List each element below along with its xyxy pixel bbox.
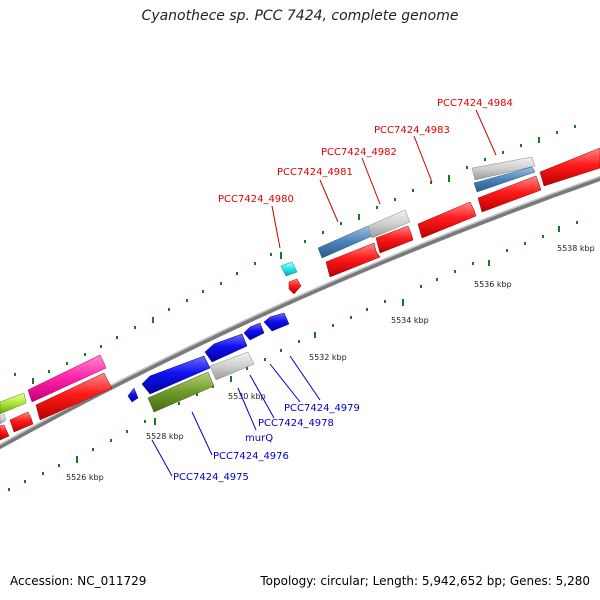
leader-line xyxy=(413,135,433,183)
scale-label: 5528 kbp xyxy=(146,432,184,441)
map-title: Cyanothece sp. PCC 7424, complete genome xyxy=(141,8,459,24)
gene-label[interactable]: PCC7424_4983 xyxy=(374,125,450,136)
leader-line xyxy=(151,439,173,477)
gene-arrow[interactable] xyxy=(477,175,542,213)
gene-label[interactable]: PCC7424_4978 xyxy=(258,418,334,429)
scale-label: 5532 kbp xyxy=(309,353,347,362)
leader-line xyxy=(269,363,301,403)
outer-tick-row xyxy=(14,125,576,384)
gene-arrow[interactable] xyxy=(325,242,381,278)
scale-label: 5526 kbp xyxy=(66,473,104,482)
gene-label[interactable]: PCC7424_4975 xyxy=(173,472,249,483)
leader-line xyxy=(289,355,321,401)
scale-label: 5538 kbp xyxy=(557,244,595,253)
gene-arrow[interactable] xyxy=(0,424,10,441)
gene-label[interactable]: PCC7424_4982 xyxy=(321,147,397,158)
forward-strand-genes xyxy=(0,147,600,441)
genome-backbone xyxy=(0,175,600,450)
leader-line xyxy=(271,205,281,249)
leader-line xyxy=(237,387,257,431)
leader-line xyxy=(475,109,497,156)
gene-label[interactable]: PCC7424_4979 xyxy=(284,403,360,414)
gene-arrow[interactable] xyxy=(209,351,255,381)
gene-label[interactable]: PCC7424_4980 xyxy=(218,194,294,205)
gene-arrow[interactable] xyxy=(147,371,215,413)
gene-arrow[interactable] xyxy=(243,322,265,341)
leader-line xyxy=(249,374,275,419)
inner-tick-row xyxy=(8,221,578,491)
gene-arrow[interactable] xyxy=(471,156,536,181)
gene-arrow[interactable] xyxy=(473,166,536,193)
reverse-strand-genes xyxy=(127,312,290,413)
gene-arrow[interactable] xyxy=(0,392,27,415)
leader-line xyxy=(191,411,213,456)
gene-label[interactable]: PCC7424_4981 xyxy=(277,167,353,178)
gene-arrow[interactable] xyxy=(417,201,477,239)
leader-line xyxy=(361,157,381,205)
gene-arrow[interactable] xyxy=(0,413,7,425)
gene-arrow[interactable] xyxy=(9,411,34,433)
gene-label[interactable]: PCC7424_4976 xyxy=(213,451,289,462)
gene-label[interactable]: PCC7424_4984 xyxy=(437,98,513,109)
gene-arrow[interactable] xyxy=(263,312,290,332)
scale-label: 5534 kbp xyxy=(391,316,429,325)
gene-arrow[interactable] xyxy=(539,147,600,187)
gene-label[interactable]: murQ xyxy=(245,433,273,444)
scale-label: 5530 kbp xyxy=(228,392,266,401)
gene-arrow[interactable] xyxy=(204,333,248,363)
gene-arrow[interactable] xyxy=(35,372,113,421)
gene-arrow[interactable] xyxy=(288,278,302,295)
gene-arrow[interactable] xyxy=(27,354,107,403)
leader-line xyxy=(319,179,339,223)
accession-text: Accession: NC_011729 xyxy=(10,574,147,588)
gene-arrow[interactable] xyxy=(367,209,411,239)
gene-arrow[interactable] xyxy=(141,355,211,395)
gene-arrow[interactable] xyxy=(375,225,414,254)
genome-summary-text: Topology: circular; Length: 5,942,652 bp… xyxy=(260,574,590,588)
scale-label: 5536 kbp xyxy=(474,280,512,289)
gene-arrow[interactable] xyxy=(127,387,139,403)
gene-arrow[interactable] xyxy=(280,261,298,277)
